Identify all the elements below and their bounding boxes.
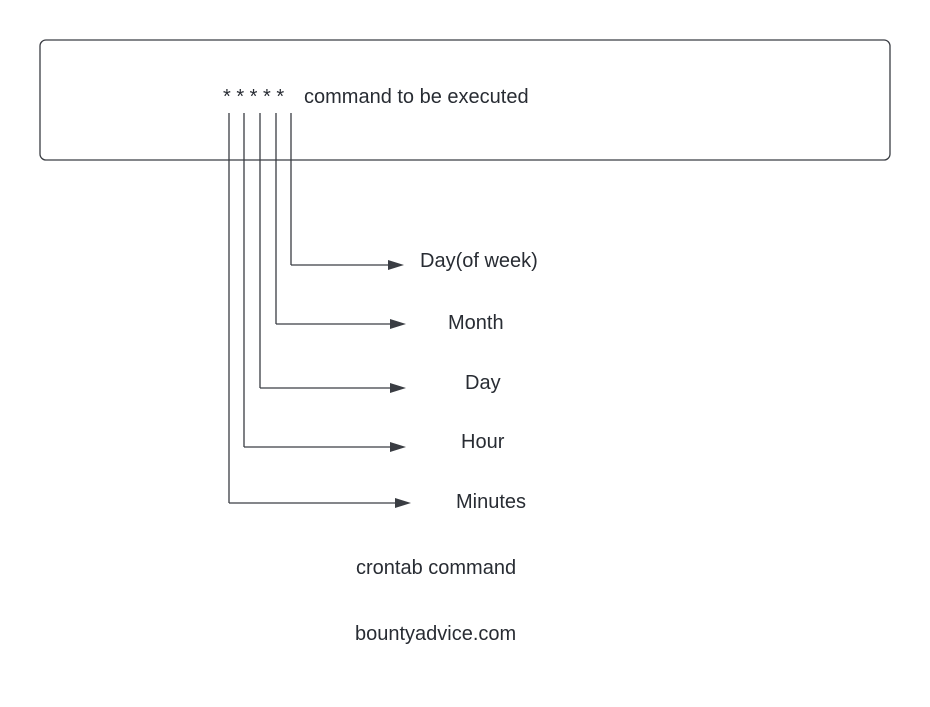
source-text: bountyadvice.com (355, 623, 516, 645)
label-day: Day (465, 372, 501, 394)
caption: crontab command (356, 557, 516, 579)
command-box (39, 39, 891, 161)
connector-month (275, 113, 406, 329)
connector-hour (243, 113, 406, 452)
connector-minutes (228, 113, 411, 508)
command-text: command to be executed (304, 86, 529, 108)
label-hour: Hour (461, 431, 505, 453)
connector-day (259, 113, 406, 393)
label-month: Month (448, 312, 504, 334)
connector-day-of-week (290, 113, 404, 270)
cron-stars: * * * * * (223, 86, 284, 108)
label-minutes: Minutes (456, 491, 526, 513)
label-day-of-week: Day(of week) (420, 250, 538, 272)
